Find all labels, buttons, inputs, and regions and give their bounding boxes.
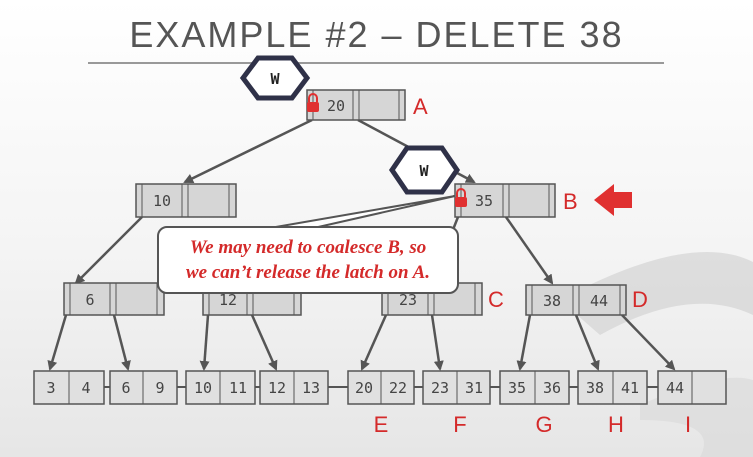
write-latch-A: W (239, 55, 311, 101)
node-D-key-1: 38 (543, 292, 561, 310)
svg-text:31: 31 (465, 379, 483, 397)
svg-text:41: 41 (621, 379, 639, 397)
leaf-G: 35 36 G (499, 370, 570, 437)
edge-N10-N6 (74, 216, 143, 285)
leaf-4: 12 13 (259, 370, 329, 405)
svg-text:12: 12 (268, 379, 286, 397)
node-N6: 6 (63, 282, 165, 316)
edge-C-E (360, 314, 388, 371)
write-latch-B: W (388, 145, 461, 195)
edge-N6-L2 (112, 314, 131, 371)
svg-text:13: 13 (302, 379, 320, 397)
svg-text:9: 9 (155, 379, 164, 397)
edge-N12-L3 (199, 314, 210, 371)
leaf-F: 23 31 F (422, 370, 491, 437)
lock-icon (455, 188, 467, 207)
svg-text:20: 20 (355, 379, 373, 397)
node-C-key-1: 23 (399, 291, 417, 309)
leaf-1: 3 4 (33, 370, 105, 405)
edge-D-I (621, 314, 676, 371)
svg-text:4: 4 (81, 379, 90, 397)
leaf-row: 3 4 6 9 10 11 12 13 20 22 E (33, 370, 727, 437)
svg-text:22: 22 (389, 379, 407, 397)
node-D: 38 44 D (525, 284, 648, 316)
node-D-label: D (632, 287, 648, 312)
callout-pointer (269, 195, 456, 232)
edge-D-H (574, 314, 600, 371)
leaf-H-label: H (608, 412, 624, 437)
callout-line-1: We may need to coalesce B, so (189, 237, 427, 258)
svg-text:23: 23 (431, 379, 449, 397)
node-B-key-1: 35 (475, 192, 493, 210)
arrow-left-icon (594, 184, 632, 216)
node-A: 20 A (306, 89, 428, 121)
callout-note: We may need to coalesce B, so we can’t r… (157, 226, 459, 294)
node-A-key-1: 20 (327, 97, 345, 115)
tree-edges (47, 118, 676, 371)
leaf-E-label: E (374, 412, 389, 437)
node-B: 35 B (454, 183, 578, 218)
svg-text:W: W (270, 70, 280, 88)
svg-text:6: 6 (121, 379, 130, 397)
edge-N6-L1 (47, 314, 68, 371)
lock-icon (307, 93, 319, 112)
edge-A-N10 (183, 118, 313, 184)
node-N10-key-1: 10 (153, 192, 171, 210)
leaf-E: 20 22 E (347, 370, 415, 437)
edge-C-F (430, 314, 444, 371)
node-C-label: C (488, 287, 504, 312)
leaf-G-label: G (535, 412, 552, 437)
svg-text:11: 11 (229, 379, 247, 397)
node-A-label: A (413, 94, 428, 119)
title-divider (88, 62, 664, 64)
leaf-2: 6 9 (109, 370, 178, 405)
leaf-I-label: I (685, 412, 691, 437)
svg-text:36: 36 (543, 379, 561, 397)
leaf-I: 44 I (657, 370, 727, 437)
svg-text:10: 10 (194, 379, 212, 397)
node-N6-key-1: 6 (85, 291, 94, 309)
callout-line-2: we can’t release the latch on A. (186, 262, 430, 283)
svg-text:35: 35 (508, 379, 526, 397)
svg-text:3: 3 (46, 379, 55, 397)
edge-D-G (516, 314, 532, 371)
node-D-key-2: 44 (590, 292, 608, 310)
svg-text:44: 44 (666, 379, 684, 397)
edge-B-D (504, 216, 554, 285)
node-N12-key-1: 12 (219, 291, 237, 309)
leaf-F-label: F (453, 412, 466, 437)
leaf-3: 10 11 (185, 370, 256, 405)
page-title: EXAMPLE #2 – DELETE 38 (129, 14, 624, 55)
node-B-label: B (563, 189, 578, 214)
leaf-H: 38 41 H (577, 370, 648, 437)
node-N10: 10 (135, 183, 237, 218)
svg-text:38: 38 (586, 379, 604, 397)
svg-text:W: W (419, 162, 429, 180)
edge-N12-L4 (250, 314, 278, 371)
